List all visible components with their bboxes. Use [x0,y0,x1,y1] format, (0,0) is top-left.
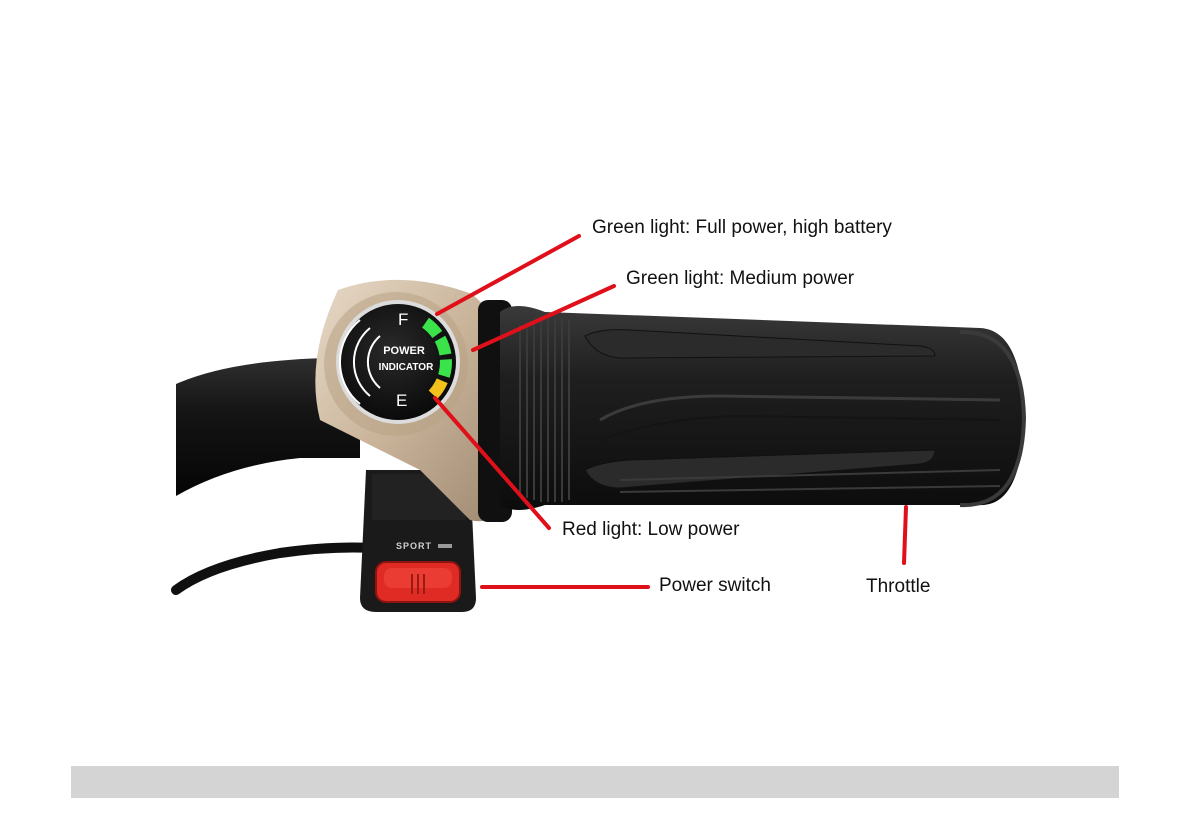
callout-power-switch: Power switch [659,576,771,595]
callout-throttle: Throttle [866,577,930,596]
callout-medium-power: Green light: Medium power [626,269,854,288]
full-mark: F [398,310,408,329]
throttle-grip [500,306,1024,510]
callout-low-power: Red light: Low power [562,520,739,539]
power-switch-button [376,562,460,602]
footer-bar [71,766,1119,798]
empty-mark: E [396,391,407,410]
sport-label: SPORT [396,541,432,551]
led-segment-3 [444,360,446,377]
cable [176,548,372,590]
sport-mark [438,544,452,548]
callout-full-power: Green light: Full power, high battery [592,218,892,237]
indicator-text-indicator: INDICATOR [379,362,434,373]
indicator-text-power: POWER [383,345,425,357]
leader-line-throttle [904,507,906,563]
led-segment-4 [433,381,442,395]
led-segment-2 [440,339,445,355]
